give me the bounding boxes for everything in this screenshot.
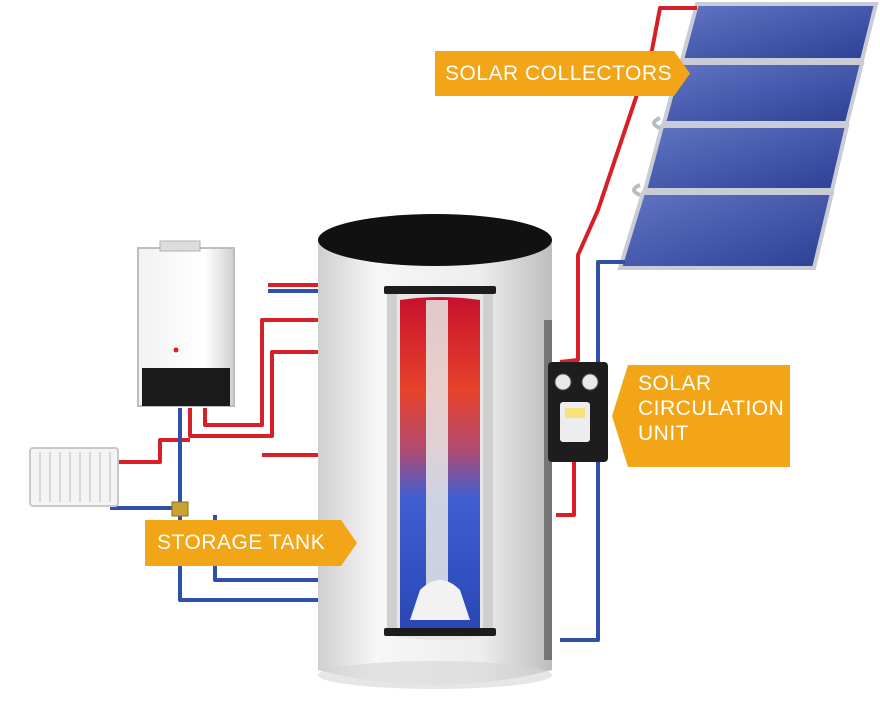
label-solar-collectors-text: SOLAR COLLECTORS <box>445 61 672 86</box>
panel-connector-2 <box>634 185 640 195</box>
temperature-gauge-icon <box>582 374 598 390</box>
solar-cold-pipe <box>598 262 625 362</box>
label-circulation-line-1: SOLAR <box>638 371 790 396</box>
boiler-indicator-light <box>174 348 179 353</box>
panel-connector-1 <box>654 118 660 128</box>
label-solar-circulation-unit: SOLAR CIRCULATION UNIT <box>612 365 790 467</box>
heat-exchanger-pipe <box>426 300 448 600</box>
solar-panel-2 <box>664 63 862 123</box>
label-solar-collectors: SOLAR COLLECTORS <box>435 51 690 96</box>
solar-circulation-unit <box>548 362 608 462</box>
wall-boiler <box>138 241 234 406</box>
mixing-valve <box>172 502 188 516</box>
radiator <box>30 448 118 506</box>
tank-top-lid <box>318 214 552 266</box>
solar-panel-1 <box>682 4 876 60</box>
solar-hot-return <box>556 460 574 515</box>
storage-tank <box>318 214 552 689</box>
solar-panel-3 <box>645 126 847 190</box>
pressure-gauge-icon <box>555 374 571 390</box>
label-circulation-line-3: UNIT <box>638 421 790 446</box>
label-storage-tank-text: STORAGE TANK <box>157 530 325 555</box>
label-storage-tank: STORAGE TANK <box>145 520 357 566</box>
solar-collector-array <box>620 4 876 268</box>
solar-cold-return <box>560 462 598 640</box>
solar-panel-4 <box>620 193 832 268</box>
label-circulation-line-2: CIRCULATION <box>638 396 790 421</box>
